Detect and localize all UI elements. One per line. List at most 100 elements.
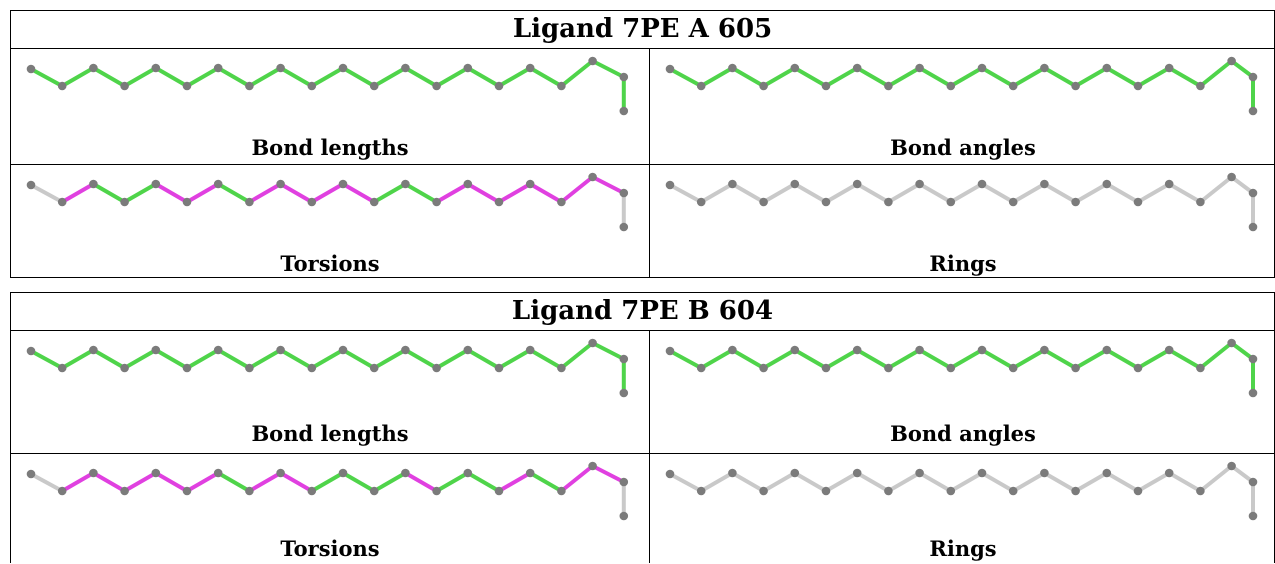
atom [463, 345, 473, 355]
bond [185, 471, 221, 493]
atom [1133, 486, 1143, 496]
bond [1136, 182, 1172, 204]
bond [699, 66, 735, 88]
bond [730, 66, 766, 88]
bond-angles-cell: Bond angles [650, 331, 1275, 453]
rings-cell: Rings [650, 454, 1275, 564]
bond [668, 349, 704, 370]
atom [619, 511, 629, 521]
atom [790, 468, 800, 478]
atom [588, 56, 597, 66]
molecule-diagram [26, 172, 629, 232]
atom [432, 81, 441, 91]
atom [759, 486, 768, 496]
atom [276, 63, 285, 73]
bond [886, 471, 922, 493]
atom [151, 468, 161, 478]
atom [245, 81, 254, 91]
atom [1133, 197, 1143, 207]
cell-label: Bond angles [890, 135, 1036, 160]
bond [855, 471, 891, 493]
atom [120, 81, 129, 91]
atom [852, 63, 862, 73]
atom [432, 363, 441, 373]
atom [619, 106, 629, 116]
bond [1104, 348, 1140, 370]
atom [1196, 197, 1205, 207]
atom [338, 63, 348, 73]
bond [886, 182, 922, 204]
bond [122, 66, 158, 88]
atom [557, 486, 566, 496]
atom [57, 197, 67, 207]
atom [432, 197, 441, 207]
bond [434, 348, 470, 370]
bond [278, 66, 314, 88]
bond [730, 182, 766, 204]
atom [1248, 511, 1258, 521]
rings-cell: Rings [650, 165, 1275, 279]
atom [525, 63, 535, 73]
bond [497, 182, 533, 204]
bond [153, 182, 189, 204]
bond [341, 66, 377, 88]
ligand-panel-a: Ligand 7PE A 605 Bond lengths Bond angle… [10, 10, 1275, 278]
bond [917, 66, 953, 88]
bond [434, 471, 470, 493]
bond [761, 348, 797, 370]
cell-label: Bond lengths [251, 135, 409, 160]
bond [309, 66, 345, 88]
bond [1198, 59, 1234, 88]
bond [761, 66, 797, 88]
bond [497, 471, 533, 493]
bond [341, 348, 377, 370]
bond [917, 471, 953, 493]
atom [946, 197, 956, 207]
atom [619, 354, 629, 364]
atom [1248, 188, 1258, 198]
bond [590, 59, 626, 79]
bond [122, 348, 158, 370]
cell-label: Torsions [280, 536, 380, 561]
atom [946, 363, 956, 373]
atom [884, 486, 893, 496]
atom [821, 81, 831, 91]
bond [1104, 66, 1140, 88]
atom [728, 179, 737, 189]
cell-label: Torsions [280, 251, 380, 276]
bond [855, 348, 891, 370]
atom [588, 172, 597, 182]
atom [494, 363, 504, 373]
bond [559, 464, 595, 493]
atom [463, 179, 473, 189]
bond [278, 348, 314, 370]
atom [307, 486, 317, 496]
atom [696, 486, 706, 496]
atom [915, 468, 924, 478]
atom [619, 388, 629, 398]
atom [696, 197, 706, 207]
atom [151, 179, 161, 189]
bond [1042, 182, 1078, 204]
bond [761, 471, 797, 493]
atom [1227, 56, 1236, 66]
bond [668, 472, 704, 493]
atom [759, 197, 768, 207]
torsions-cell: Torsions [11, 454, 649, 564]
atom [1164, 179, 1174, 189]
bond [341, 182, 377, 204]
atom [1008, 197, 1018, 207]
bond [29, 67, 65, 88]
bond [948, 348, 984, 370]
atom [1227, 172, 1236, 182]
atom [1133, 81, 1143, 91]
bond [465, 182, 501, 204]
atom [821, 363, 831, 373]
atom [1071, 486, 1080, 496]
atom [884, 81, 893, 91]
atom [1008, 81, 1018, 91]
atom [1248, 106, 1258, 116]
bond [1167, 66, 1203, 88]
bond [1198, 175, 1234, 204]
bond [1011, 182, 1047, 204]
